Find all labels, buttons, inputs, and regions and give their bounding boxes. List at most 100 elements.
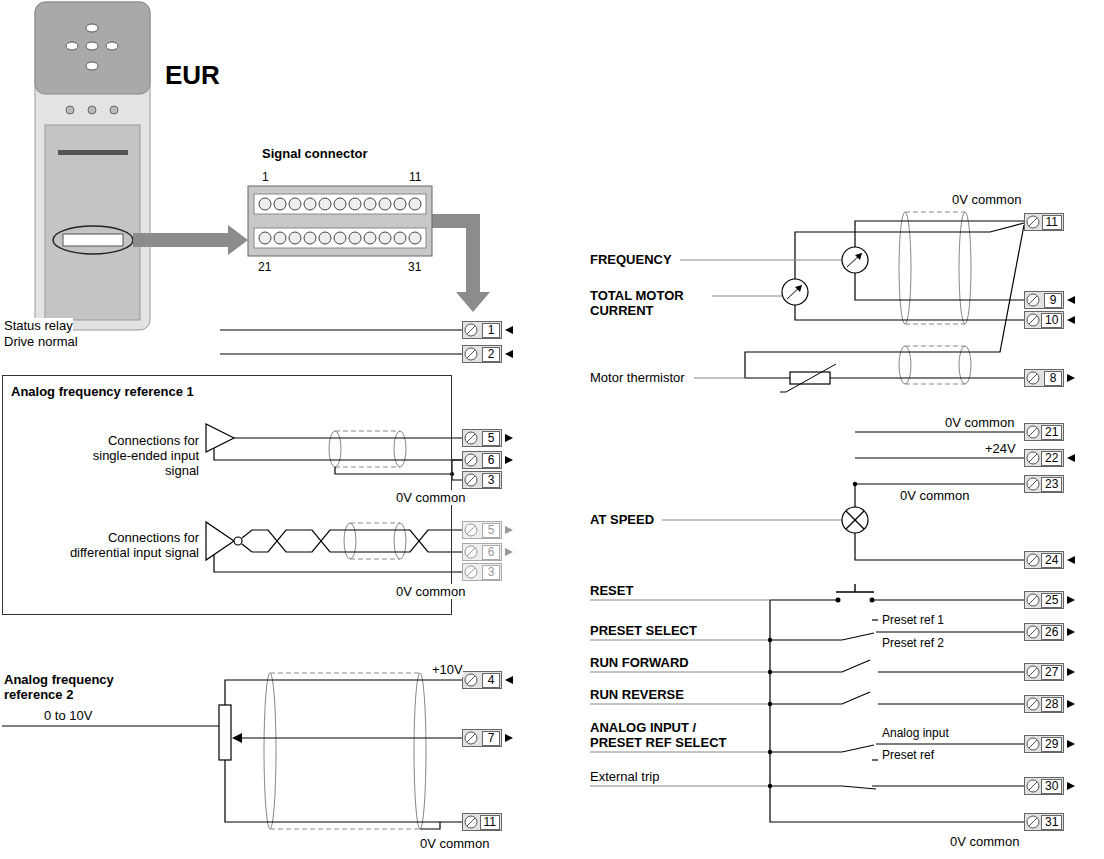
amplifier-symbol [234, 537, 242, 545]
signal-name: 0V common [396, 584, 465, 599]
terminal-block: 31 [1024, 813, 1064, 831]
screw-icon [467, 526, 475, 534]
direction-arrow [505, 350, 513, 358]
signal-name: +24V [985, 441, 1016, 456]
screw-icon [1029, 480, 1037, 488]
terminal-number: 21 [1041, 425, 1062, 440]
panel-note: Connections for differential input signa… [59, 530, 199, 560]
screw-icon [1027, 780, 1039, 792]
direction-arrow [505, 734, 513, 742]
signal-name: ANALOG INPUT / PRESET REF SELECT [590, 720, 740, 750]
terminal-block: 29 [1024, 735, 1064, 753]
contact-label: Preset ref [882, 748, 934, 762]
signal-name: RUN REVERSE [590, 687, 684, 702]
lamp-symbol [846, 511, 864, 529]
signal-name: PRESET SELECT [590, 623, 697, 638]
terminal-number: 10 [1041, 313, 1062, 328]
cable-shield [335, 431, 400, 432]
terminal-block: 30 [1024, 777, 1064, 795]
terminal-block: 28 [1024, 695, 1064, 713]
pin-number: 31 [408, 260, 421, 274]
screw-icon [1025, 736, 1041, 752]
signal-name: Motor thermistor [590, 370, 685, 385]
contact-label: Preset ref 2 [882, 636, 944, 650]
terminal-number: 1 [482, 323, 500, 338]
terminal-number: 30 [1041, 779, 1062, 794]
cable-shield [905, 346, 965, 347]
lamp-symbol [842, 507, 868, 533]
signal-name: External trip [590, 769, 659, 784]
screw-icon [465, 546, 477, 558]
terminal-number: 29 [1041, 737, 1062, 752]
direction-arrow [1067, 556, 1075, 564]
drive-illustration [35, 2, 150, 330]
signal-connector [254, 228, 426, 248]
terminal-number: 27 [1041, 665, 1062, 680]
signal-connector [304, 198, 316, 210]
leader-line [590, 786, 770, 787]
push-button-symbol [836, 584, 874, 602]
screw-icon [463, 472, 479, 488]
signal-name: 0V common [950, 834, 1019, 849]
signal-connector [259, 198, 271, 210]
screw-icon [467, 568, 475, 576]
wire [335, 467, 452, 474]
terminal-block: 21 [1024, 423, 1064, 441]
pointer-arrow [432, 214, 490, 312]
screw-icon [1027, 426, 1039, 438]
screw-icon [467, 676, 475, 684]
screw-icon [1029, 668, 1037, 676]
drive-illustration [86, 62, 98, 70]
screw-icon [1029, 428, 1037, 436]
drive-illustration [35, 2, 150, 94]
terminal-block: 5 [462, 429, 502, 447]
signal-connector [274, 198, 286, 210]
screw-icon [463, 522, 479, 538]
meter-symbol [842, 247, 868, 273]
wire [770, 692, 870, 704]
signal-connector [379, 232, 391, 244]
screw-icon [1025, 450, 1041, 466]
screw-icon [465, 674, 477, 686]
direction-arrow [1067, 374, 1075, 382]
drive-illustration [58, 150, 128, 155]
screw-icon [1025, 664, 1041, 680]
direction-arrow [505, 326, 513, 334]
cable-shield [264, 212, 971, 829]
direction-arrow [505, 296, 1075, 790]
pointer-arrow [133, 214, 490, 312]
screw-icon [463, 346, 479, 362]
thermistor-symbol [780, 364, 836, 392]
pin-number: 21 [258, 260, 271, 274]
cable-shield [264, 673, 276, 829]
terminal-number: 3 [482, 565, 500, 580]
wire [220, 353, 462, 354]
screw-icon [1027, 594, 1039, 606]
screw-icon [1025, 292, 1041, 308]
screw-icon [1029, 454, 1037, 462]
screw-icon [1027, 738, 1039, 750]
drive-illustration [66, 42, 78, 50]
screw-icon [1025, 624, 1041, 640]
junction-dot [853, 482, 857, 486]
signal-name: Drive normal [4, 334, 78, 349]
terminal-number: 7 [482, 731, 500, 746]
drive-illustration [63, 234, 123, 246]
drive-illustration [106, 42, 118, 50]
direction-arrow [1067, 454, 1075, 462]
screw-icon [1027, 372, 1039, 384]
screw-icon [463, 544, 479, 560]
screw-icon [463, 430, 479, 446]
signal-connector [289, 198, 301, 210]
terminal-block: 26 [1024, 623, 1064, 641]
signal-name: 0V common [945, 415, 1014, 430]
section-title: Analog frequency reference 2 [4, 672, 134, 702]
wire [855, 221, 1024, 247]
potentiometer-symbol [232, 733, 242, 743]
signal-name: RUN FORWARD [590, 655, 689, 670]
signal-connector [304, 232, 316, 244]
terminal-number: 3 [482, 473, 500, 488]
wire [241, 737, 462, 738]
screw-icon [463, 564, 479, 580]
leader-line [590, 260, 842, 786]
